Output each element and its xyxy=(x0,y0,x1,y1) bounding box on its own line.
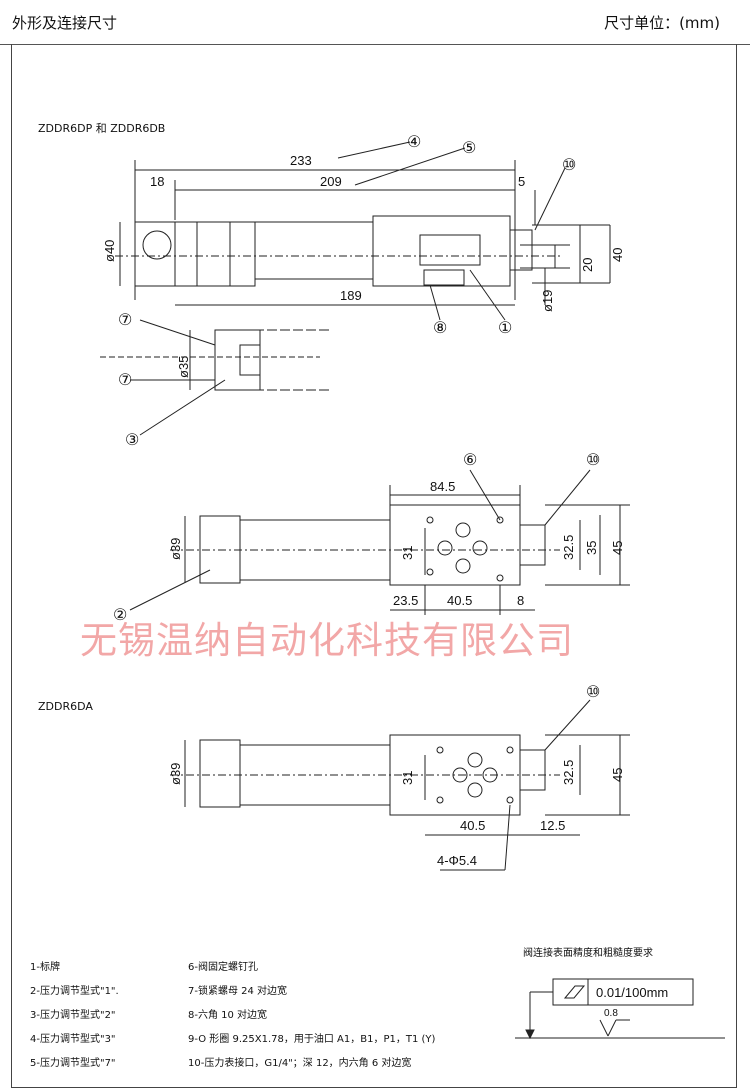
legend-item: 10-压力表接口，G1/4"；深 12，内六角 6 对边宽 xyxy=(188,1058,412,1069)
legend-item: 8-六角 10 对边宽 xyxy=(188,1010,268,1021)
dim-18: 18 xyxy=(150,174,164,189)
callout-9: ⑧ xyxy=(433,320,447,337)
header-title: 外形及连接尺寸 xyxy=(12,14,118,32)
callout-10-top: ⑩ xyxy=(562,157,576,174)
dim-8: 8 xyxy=(517,593,524,608)
callout-5: ⑤ xyxy=(462,140,476,157)
model-label-top: ZDDR6DP 和 ZDDR6DB xyxy=(38,122,166,135)
dim-45: 45 xyxy=(610,541,625,555)
dim-35: 35 xyxy=(584,541,599,555)
legend-item: 6-阀固定螺钉孔 xyxy=(188,962,258,973)
tolerance-value: 0.01/100mm xyxy=(596,985,668,1000)
dim-phi35: ø35 xyxy=(176,356,191,378)
callout-6: ⑥ xyxy=(463,452,477,469)
legend-item: 9-O 形圈 9.25X1.78，用于油口 A1，B1，P1，T1 (Y) xyxy=(188,1034,436,1045)
dim-31-bottom: 31 xyxy=(400,771,415,785)
top-view xyxy=(115,141,611,321)
dim-20: 20 xyxy=(580,258,595,272)
dim-phi39-bottom: ø39 xyxy=(168,763,183,785)
callout-3: ③ xyxy=(125,432,139,449)
callout-8: ⑦ xyxy=(118,312,132,329)
dim-84-5: 84.5 xyxy=(430,479,455,494)
legend-item: 5-压力调节型式"7" xyxy=(30,1058,116,1069)
callout-10-mid: ⑩ xyxy=(586,452,600,469)
knob-detail xyxy=(100,319,330,436)
dim-40-5: 40.5 xyxy=(447,593,472,608)
dim-32-5: 32.5 xyxy=(561,535,576,560)
callout-7: ⑦ xyxy=(118,372,132,389)
dim-phi40: ø40 xyxy=(102,240,117,262)
legend-left: 1-标牌 2-压力调节型式"1". 3-压力调节型式"2" 4-压力调节型式"3… xyxy=(30,962,119,1070)
dim-holes: 4-Φ5.4 xyxy=(437,853,477,868)
header-unit: 尺寸单位：(mm) xyxy=(604,14,720,32)
dim-5: 5 xyxy=(518,174,525,189)
surface-finish-symbol xyxy=(515,978,725,1040)
callout-10-bottom: ⑩ xyxy=(586,684,600,701)
dim-phi19: ø19 xyxy=(540,290,555,312)
dim-phi39: ø39 xyxy=(168,538,183,560)
roughness-value: 0.8 xyxy=(604,1008,618,1019)
legend-item: 2-压力调节型式"1". xyxy=(30,986,119,997)
watermark: 无锡温纳自动化科技有限公司 xyxy=(80,619,574,662)
legend-item: 4-压力调节型式"3" xyxy=(30,1034,116,1045)
model-label-bottom: ZDDR6DA xyxy=(38,700,93,713)
dim-233: 233 xyxy=(290,153,312,168)
dim-209: 209 xyxy=(320,174,342,189)
dim-23-5: 23.5 xyxy=(393,593,418,608)
bottom-view xyxy=(170,699,630,871)
legend-item: 1-标牌 xyxy=(30,962,60,973)
legend-right: 6-阀固定螺钉孔 7-锁紧螺母 24 对边宽 8-六角 10 对边宽 9-O 形… xyxy=(188,962,498,1070)
dim-40-5-bottom: 40.5 xyxy=(460,818,485,833)
callout-4: ④ xyxy=(407,134,421,151)
page-header: 外形及连接尺寸 尺寸单位：(mm) xyxy=(0,0,750,45)
middle-view xyxy=(129,469,630,615)
callout-1: ① xyxy=(498,320,512,337)
dim-189: 189 xyxy=(340,288,362,303)
dim-32-5-bottom: 32.5 xyxy=(561,760,576,785)
drawing-frame xyxy=(11,44,737,1088)
dim-45-bottom: 45 xyxy=(610,768,625,782)
surface-title: 阀连接表面精度和粗糙度要求 xyxy=(523,948,653,959)
dim-12-5: 12.5 xyxy=(540,818,565,833)
dim-40: 40 xyxy=(610,248,625,262)
legend-item: 3-压力调节型式"2" xyxy=(30,1010,116,1021)
legend-item: 7-锁紧螺母 24 对边宽 xyxy=(188,986,288,997)
callout-2: ② xyxy=(113,607,127,624)
dim-31: 31 xyxy=(400,546,415,560)
